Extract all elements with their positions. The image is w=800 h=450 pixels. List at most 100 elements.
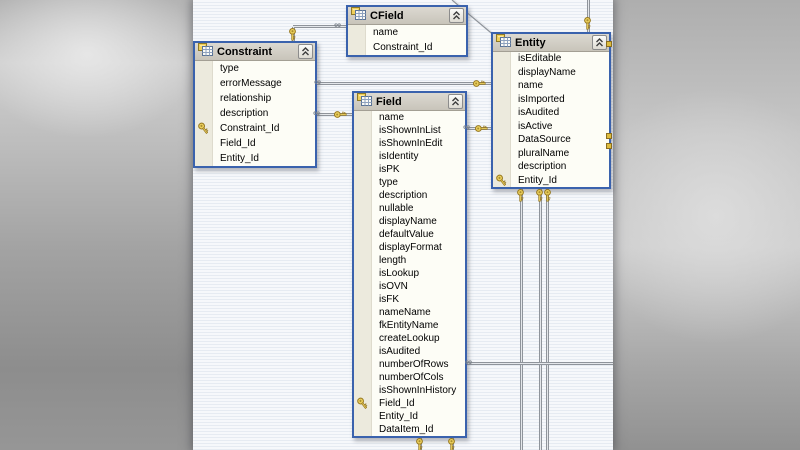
table-row[interactable]: Entity_Id xyxy=(354,410,465,423)
table-row[interactable]: DataSource xyxy=(493,133,609,147)
row-gutter xyxy=(348,40,366,55)
table-row[interactable]: description xyxy=(354,189,465,202)
row-gutter xyxy=(354,371,372,384)
table-row[interactable]: fkEntityName xyxy=(354,319,465,332)
column-name: displayName xyxy=(372,216,437,227)
row-gutter xyxy=(195,136,213,151)
column-name: pluralName xyxy=(511,148,569,159)
row-gutter xyxy=(493,160,511,174)
row-gutter xyxy=(493,93,511,107)
table-row[interactable]: defaultValue xyxy=(354,228,465,241)
column-name: nullable xyxy=(372,203,413,214)
table-row[interactable]: nullable xyxy=(354,202,465,215)
table-field[interactable]: Field nameisShownInListisShownInEditisId… xyxy=(352,91,467,438)
table-row[interactable]: Constraint_Id xyxy=(348,40,466,55)
row-gutter xyxy=(195,61,213,76)
collapse-button[interactable] xyxy=(448,94,463,109)
table-row[interactable]: name xyxy=(493,79,609,93)
table-row[interactable]: isPK xyxy=(354,163,465,176)
table-row[interactable]: isShownInEdit xyxy=(354,137,465,150)
table-row[interactable]: isLookup xyxy=(354,267,465,280)
table-row[interactable]: name xyxy=(354,111,465,124)
table-row[interactable]: createLookup xyxy=(354,332,465,345)
table-entity[interactable]: Entity isEditabledisplayNamenameisImport… xyxy=(491,32,611,189)
column-name: Field_Id xyxy=(372,398,415,409)
relationship-field-offscreen-right[interactable] xyxy=(463,362,613,365)
table-row[interactable]: name xyxy=(348,25,466,40)
row-gutter xyxy=(354,189,372,202)
column-name: type xyxy=(372,177,398,188)
table-row[interactable]: Field_Id xyxy=(195,136,315,151)
row-gutter xyxy=(493,133,511,147)
key-endpoint-icon xyxy=(516,189,525,202)
column-name: fkEntityName xyxy=(372,320,438,331)
table-row[interactable]: isOVN xyxy=(354,280,465,293)
column-list: type errorMessage relationshipdescriptionC… xyxy=(195,61,315,166)
table-title: Field xyxy=(376,96,448,108)
collapse-button[interactable] xyxy=(449,8,464,23)
table-row[interactable]: isFK xyxy=(354,293,465,306)
column-name: defaultValue xyxy=(372,229,434,240)
table-row[interactable]: isShownInHistory xyxy=(354,384,465,397)
table-row[interactable]: errorMessage xyxy=(195,76,315,91)
table-header[interactable]: Entity xyxy=(493,34,609,52)
column-name: errorMessage xyxy=(213,78,282,89)
table-row[interactable]: isEditable xyxy=(493,52,609,66)
table-row[interactable]: type xyxy=(354,176,465,189)
row-gutter xyxy=(354,241,372,254)
table-header[interactable]: Constraint xyxy=(195,43,315,61)
table-row[interactable]: DataItem_Id xyxy=(354,423,465,436)
table-row[interactable]: description xyxy=(493,160,609,174)
row-gutter xyxy=(354,280,372,293)
table-row[interactable]: pluralName xyxy=(493,147,609,161)
table-constraint[interactable]: Constraint type errorMessage relationshipd… xyxy=(193,41,317,168)
column-list: isEditabledisplayNamenameisImportedisAud… xyxy=(493,52,609,187)
collapse-button[interactable] xyxy=(298,44,313,59)
table-row[interactable]: isAudited xyxy=(354,345,465,358)
relationship-entity-offscreen-bottom-2[interactable] xyxy=(539,188,542,450)
table-row[interactable]: isAudited xyxy=(493,106,609,120)
diagram-canvas[interactable]: ∞ ∞ ∞ ∞ ∞ xyxy=(193,0,613,450)
table-row[interactable]: displayName xyxy=(493,66,609,80)
row-gutter xyxy=(354,384,372,397)
row-gutter xyxy=(493,66,511,80)
table-row[interactable]: Entity_Id xyxy=(493,174,609,188)
table-row[interactable]: Entity_Id xyxy=(195,151,315,166)
table-row[interactable]: Field_Id xyxy=(354,397,465,410)
table-row[interactable]: type xyxy=(195,61,315,76)
table-row[interactable]: isIdentity xyxy=(354,150,465,163)
column-name: Field_Id xyxy=(213,138,256,149)
table-row[interactable]: Constraint_Id xyxy=(195,121,315,136)
collapse-button[interactable] xyxy=(592,35,607,50)
collapse-chevrons-icon xyxy=(595,34,604,52)
column-name: isShownInEdit xyxy=(372,138,442,149)
table-row[interactable]: numberOfRows xyxy=(354,358,465,371)
relationship-entity-offscreen-bottom-1[interactable] xyxy=(520,188,523,450)
row-gutter xyxy=(354,150,372,163)
primary-key-icon xyxy=(493,174,511,188)
table-row[interactable]: displayFormat xyxy=(354,241,465,254)
table-cfield[interactable]: CField nameConstraint_Id xyxy=(346,5,468,57)
background-right-blur xyxy=(613,0,800,450)
table-row[interactable]: isImported xyxy=(493,93,609,107)
primary-key-icon xyxy=(195,121,213,136)
infinity-endpoint-icon: ∞ xyxy=(463,123,470,133)
column-name: isFK xyxy=(372,294,399,305)
table-row[interactable]: length xyxy=(354,254,465,267)
column-name: displayName xyxy=(511,67,576,78)
table-row[interactable]: numberOfCols xyxy=(354,371,465,384)
relationship-constraint-entity[interactable] xyxy=(313,82,491,85)
row-gutter xyxy=(493,106,511,120)
table-header[interactable]: CField xyxy=(348,7,466,25)
table-row[interactable]: displayName xyxy=(354,215,465,228)
row-gutter xyxy=(354,358,372,371)
table-row[interactable]: relationship xyxy=(195,91,315,106)
relationship-entity-offscreen-bottom-3[interactable] xyxy=(546,188,549,450)
table-header[interactable]: Field xyxy=(354,93,465,111)
table-row[interactable]: description xyxy=(195,106,315,121)
table-row[interactable]: isShownInList xyxy=(354,124,465,137)
column-name: nameName xyxy=(372,307,431,318)
table-row[interactable]: isActive xyxy=(493,120,609,134)
table-row[interactable]: nameName xyxy=(354,306,465,319)
